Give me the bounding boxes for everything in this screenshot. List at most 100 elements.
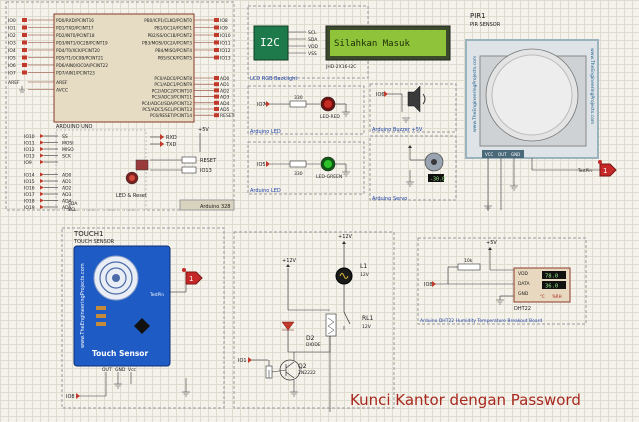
led-green-resistor[interactable] xyxy=(289,160,307,168)
power-arrow-icon xyxy=(408,145,412,148)
io-net-label: IO19 xyxy=(24,205,35,211)
pir-testpin: TestPin xyxy=(577,168,592,173)
led-red-name: LED-RED xyxy=(320,114,340,120)
reset-button[interactable] xyxy=(135,159,149,171)
io-pin-label: SCK xyxy=(62,154,72,160)
led-red-caption: Arduino LED xyxy=(250,129,281,135)
arduino-analog-pin: PC2/ADC2/PCINT10 xyxy=(152,88,193,93)
io-net-label: IO18 xyxy=(24,199,35,205)
lcd-screen xyxy=(330,30,446,56)
arduino-chip[interactable] xyxy=(53,13,195,123)
arduino-left-net: IO1 xyxy=(8,26,16,32)
io-arrow-icon xyxy=(40,205,44,209)
led-red-resistor[interactable] xyxy=(289,100,307,108)
pin-marker-icon xyxy=(214,40,219,45)
io-net-label: IO16 xyxy=(24,186,35,192)
dht-pullup-resistor[interactable] xyxy=(457,263,481,271)
pin-marker-icon xyxy=(214,107,219,111)
ground-icon xyxy=(484,205,492,211)
io-arrow-icon xyxy=(40,185,44,190)
pin-marker-icon xyxy=(22,48,27,52)
pir-pin-gnd: GND xyxy=(511,152,520,157)
arduino-right-pin: PB0/ICP1/CLKO/PCINT0 xyxy=(144,18,192,23)
io-arrow-icon xyxy=(40,172,44,177)
io-net-label: IO13 xyxy=(24,154,35,160)
dht-plus5v: +5V xyxy=(486,240,497,246)
arduino-left-net: IO2 xyxy=(8,33,16,39)
lcd-i2c-module[interactable] xyxy=(253,25,289,61)
arduino-analog-net: AD2 xyxy=(220,88,230,94)
io-net-label: IO17 xyxy=(24,192,35,198)
servo-caption: Arduino Servo xyxy=(372,196,407,202)
diode-type: DIODE xyxy=(306,342,321,348)
transistor-type: 2N2222 xyxy=(298,370,316,376)
arduino-left-pin: PD7/AIN1/PCINT23 xyxy=(56,71,95,76)
relay-coil[interactable] xyxy=(325,313,337,337)
io-pin-label: AD4 xyxy=(62,199,72,205)
arduino-right-pin: PB1/OC1A/PCINT1 xyxy=(154,26,192,31)
scl-label: SCL xyxy=(68,207,77,213)
io-net-label: IO14 xyxy=(24,173,35,179)
buzzer-caption: Arduino Buzzer +5V xyxy=(372,127,423,133)
pin-marker-icon xyxy=(214,82,219,87)
pin-marker-icon xyxy=(214,48,219,52)
pin-marker-icon xyxy=(22,40,27,45)
io-arrow-icon xyxy=(40,134,44,138)
relay-plus12b: +12V xyxy=(282,258,297,264)
arduino-analog-net: AD1 xyxy=(220,82,230,88)
arduino-left-net: IO6 xyxy=(8,63,16,69)
arduino-analog-net: AD4 xyxy=(220,101,230,107)
touch-pin-value: 1 xyxy=(189,275,193,283)
ground-icon xyxy=(402,117,410,123)
dht-pin-gnd: GND xyxy=(518,291,529,297)
servo-value: -30.0 xyxy=(430,177,445,183)
arduino-right-pin: PB2/SS/OC1B/PCINT2 xyxy=(148,33,193,38)
buzzer-arrow-icon xyxy=(384,91,388,97)
touch-net: IO8 xyxy=(66,394,75,400)
touch-pin-out: OUT xyxy=(102,367,112,373)
touch-site: www.TheEngineeringProjects.com xyxy=(80,263,86,348)
rxd-arrow-icon xyxy=(160,134,164,140)
pir-logic-probe[interactable] xyxy=(599,163,617,177)
arduino-right-net: IO8 xyxy=(220,18,228,24)
pin-marker-icon xyxy=(214,55,219,60)
lamp-label: L1 xyxy=(360,263,367,270)
io-net-label: IO10 xyxy=(24,134,35,140)
arduino-right-net: IO13 xyxy=(220,56,231,62)
io-arrow-icon xyxy=(40,160,44,164)
dht-hum: 36.0 xyxy=(545,284,558,290)
touch-logic-probe[interactable] xyxy=(185,271,203,285)
dht-unit-rh: %RH xyxy=(552,294,562,299)
touch-resistor-2 xyxy=(96,314,106,318)
touch-ref: TOUCH1 xyxy=(73,230,104,238)
pin-marker-icon xyxy=(214,100,219,105)
transistor[interactable] xyxy=(279,359,301,381)
diode[interactable] xyxy=(281,321,295,331)
dht-pin-data: DATA xyxy=(518,281,531,287)
led-resistor[interactable] xyxy=(181,166,197,174)
arduino-footer: Arduino 328 xyxy=(200,204,230,210)
pin-marker-icon xyxy=(214,25,219,30)
arduino-left-net: IO5 xyxy=(8,56,16,62)
led-green-res: 330 xyxy=(294,171,303,177)
arduino-analog-pin: PC4/ADC4/SDA/PCINT12 xyxy=(142,101,193,106)
io13-net-label: IO13 xyxy=(200,168,212,174)
txd-arrow-icon xyxy=(160,141,164,147)
reset-resistor[interactable] xyxy=(181,156,197,164)
arduino-left-net: IO7 xyxy=(8,71,16,77)
dht-section: +5V 10k IO8 VDD DATA GND 78.0 36.0 °C %R… xyxy=(417,237,587,325)
pir-pin-header xyxy=(482,150,524,158)
ground-icon xyxy=(342,171,350,177)
dht-pin-vdd: VDD xyxy=(518,271,529,277)
pin-marker-icon xyxy=(214,94,219,99)
io-arrow-icon xyxy=(40,153,44,158)
dht-unit-c: °C xyxy=(540,294,545,299)
probe-dot-icon xyxy=(182,268,186,272)
dht-arrow-icon xyxy=(432,281,436,287)
io-arrow-icon xyxy=(40,147,44,151)
buzzer[interactable] xyxy=(407,85,421,113)
relay-arrow-icon xyxy=(248,357,252,363)
